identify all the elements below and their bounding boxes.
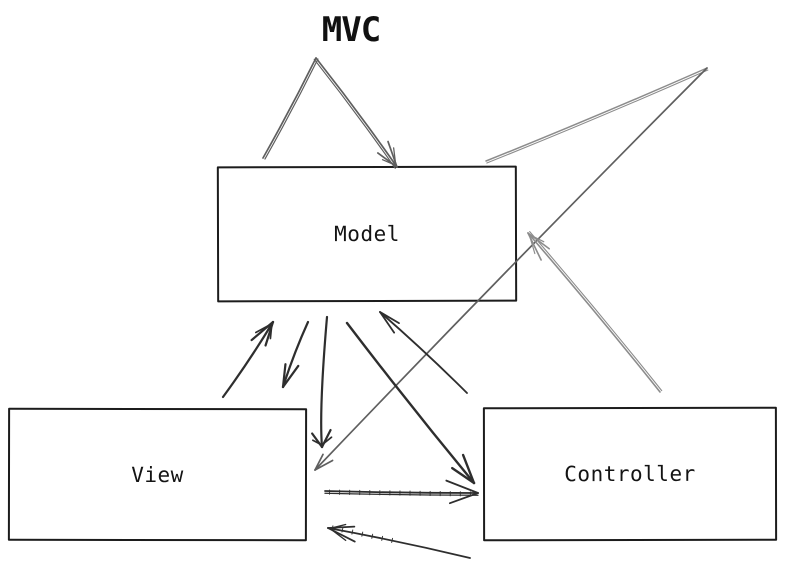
node-view: View — [7, 407, 308, 542]
edge-model-to-view-vertical-arrow — [320, 315, 329, 449]
edge-title-peak-right-arrow-barb — [387, 140, 398, 168]
diagram-title: MVC — [321, 10, 381, 50]
edge-view-to-model-arrow-barb — [264, 320, 275, 347]
edge-controller-to-model-right-arrow-barb — [527, 232, 551, 250]
edge-title-peak-right-arrow-barb-sketch — [392, 147, 397, 167]
edge-model-to-apex-stroke-double-stroke — [486, 69, 709, 164]
edge-controller-to-model-right-arrow-double-stroke — [529, 231, 663, 392]
edge-view-to-model-arrow-barb-sketch — [269, 322, 273, 340]
edge-model-to-controller-arrow-barb — [451, 466, 476, 485]
edge-view-to-controller-arrow-double-stroke — [324, 492, 479, 496]
edge-view-to-model-arrow-barb-sketch — [254, 322, 273, 334]
edge-controller-to-view-arrow-barb-sketch — [329, 523, 347, 530]
edge-view-to-controller-arrow — [324, 490, 479, 494]
node-label-controller: Controller — [564, 461, 696, 487]
edge-controller-to-model-bottom-arrow-barb — [379, 311, 400, 325]
edge-controller-to-view-arrow-barb — [327, 527, 356, 543]
edge-model-to-view-short-arrow-barb — [281, 364, 300, 389]
edge-model-to-controller-arrow — [345, 321, 476, 485]
node-label-model: Model — [334, 221, 400, 247]
edge-model-to-view-short-arrow-barb — [281, 363, 287, 389]
edge-controller-to-view-arrow-barb — [327, 525, 356, 529]
node-label-view: View — [131, 462, 184, 487]
edge-controller-to-model-right-arrow-barb — [527, 232, 542, 261]
edge-model-to-view-vertical-arrow-barb-sketch — [312, 439, 323, 446]
edge-model-to-controller-arrow-barb — [461, 453, 476, 485]
edge-title-peak-right-arrow-barb-sketch — [381, 159, 397, 167]
edge-apex-to-view-arrow-barb — [314, 453, 324, 471]
edge-model-to-view-vertical-arrow-barb-sketch — [321, 436, 333, 446]
node-model: Model — [216, 165, 518, 303]
edge-title-peak-left-stroke — [262, 57, 317, 159]
edge-title-peak-left-stroke-double-stroke — [264, 58, 319, 160]
edge-controller-to-model-right-arrow-barb-sketch — [528, 233, 545, 243]
edge-controller-to-model-right-arrow-barb-sketch — [528, 233, 536, 255]
edge-controller-to-model-right-arrow — [527, 232, 661, 393]
edge-title-peak-right-arrow-double-stroke — [313, 58, 396, 169]
edge-controller-to-model-bottom-arrow-barb — [379, 311, 396, 334]
edge-view-to-model-arrow-barb — [250, 320, 275, 342]
edge-model-to-view-vertical-arrow-barb — [311, 432, 324, 449]
edge-view-to-controller-arrow-barb — [445, 479, 479, 494]
edge-model-to-apex-stroke — [485, 67, 708, 162]
edge-apex-to-view-arrow-barb — [314, 459, 334, 471]
edge-model-to-view-short-arrow — [281, 320, 310, 389]
edge-title-peak-right-arrow-barb — [376, 152, 398, 168]
edge-controller-to-view-arrow — [327, 527, 471, 559]
edge-controller-to-model-bottom-arrow — [379, 311, 468, 394]
edge-title-peak-right-arrow — [315, 57, 398, 168]
edge-controller-to-view-arrow-barb-sketch — [329, 527, 347, 542]
edge-model-to-view-vertical-arrow-barb — [320, 428, 332, 449]
node-controller: Controller — [482, 406, 778, 542]
edge-view-to-controller-arrow-barb — [448, 492, 479, 505]
edge-view-to-model-arrow — [221, 320, 275, 399]
